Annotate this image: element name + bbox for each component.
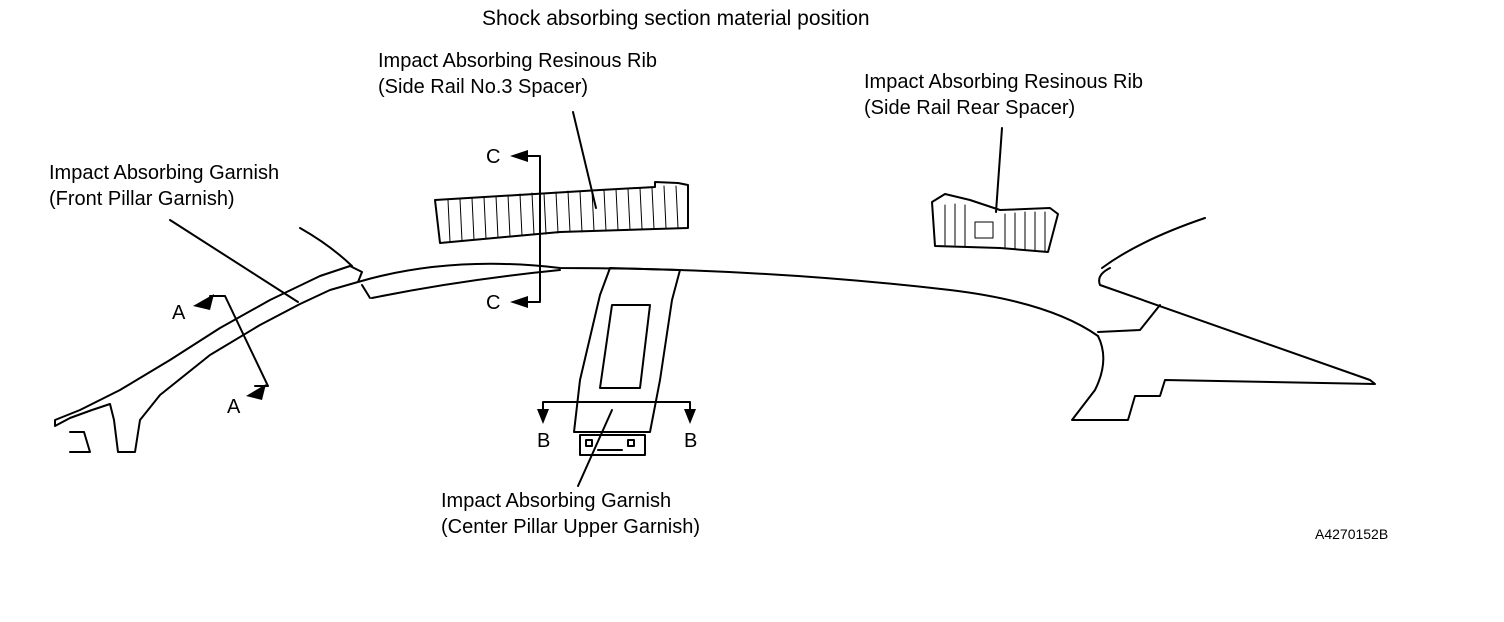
- section-a-cut: [210, 296, 268, 386]
- section-a-label-bottom: A: [227, 396, 241, 418]
- rear-pillar-garnish: [1072, 268, 1375, 420]
- leader-front-pillar: [170, 220, 298, 302]
- label-center-pillar-line2: (Center Pillar Upper Garnish): [441, 516, 700, 538]
- front-pillar-garnish: [55, 266, 362, 452]
- diagram-title: Shock absorbing section material positio…: [482, 7, 870, 30]
- center-pillar-garnish: [574, 268, 680, 432]
- label-side-rail-rear-spacer: Impact Absorbing Resinous Rib (Side Rail…: [864, 69, 1143, 121]
- side-rail-rear-spacer: [932, 194, 1058, 252]
- section-a-label-top: A: [172, 302, 186, 324]
- label-side-rail-no3-spacer: Impact Absorbing Resinous Rib (Side Rail…: [378, 48, 657, 100]
- section-c-cut: [528, 156, 540, 302]
- label-front-pillar-garnish: Impact Absorbing Garnish (Front Pillar G…: [49, 160, 279, 212]
- front-pillar-foot: [70, 432, 90, 452]
- section-b-arrow-left: [537, 409, 549, 424]
- label-front-pillar-line2: (Front Pillar Garnish): [49, 188, 235, 210]
- section-b-cut: [543, 402, 690, 415]
- label-side-rail-no3-line1: Impact Absorbing Resinous Rib: [378, 50, 658, 72]
- label-center-pillar-line1: Impact Absorbing Garnish: [441, 490, 672, 512]
- leader-side-rail-no3: [573, 112, 596, 208]
- section-a-arrow-top: [193, 294, 214, 310]
- section-b-label-right: B: [684, 430, 698, 452]
- side-rail-no3-spacer: [435, 182, 688, 243]
- leader-center-pillar: [578, 410, 612, 486]
- label-side-rail-rear-line2: (Side Rail Rear Spacer): [864, 97, 1076, 119]
- figure-code: A4270152B: [1315, 526, 1389, 542]
- section-c-arrow-top: [510, 150, 528, 162]
- label-front-pillar-line1: Impact Absorbing Garnish: [49, 162, 280, 184]
- section-c-label-bottom: C: [486, 292, 501, 314]
- label-side-rail-no3-line2: (Side Rail No.3 Spacer): [378, 76, 589, 98]
- section-a-arrow-bottom: [246, 384, 266, 400]
- section-c-label-top: C: [486, 146, 501, 168]
- leader-side-rail-rear: [996, 128, 1002, 212]
- section-b-label-left: B: [537, 430, 551, 452]
- label-side-rail-rear-line1: Impact Absorbing Resinous Rib: [864, 71, 1144, 93]
- section-c-arrow-bottom: [510, 296, 528, 308]
- roof-side-rail: [358, 264, 1098, 336]
- label-center-pillar-garnish: Impact Absorbing Garnish (Center Pillar …: [441, 488, 700, 540]
- section-b-arrow-right: [684, 409, 696, 424]
